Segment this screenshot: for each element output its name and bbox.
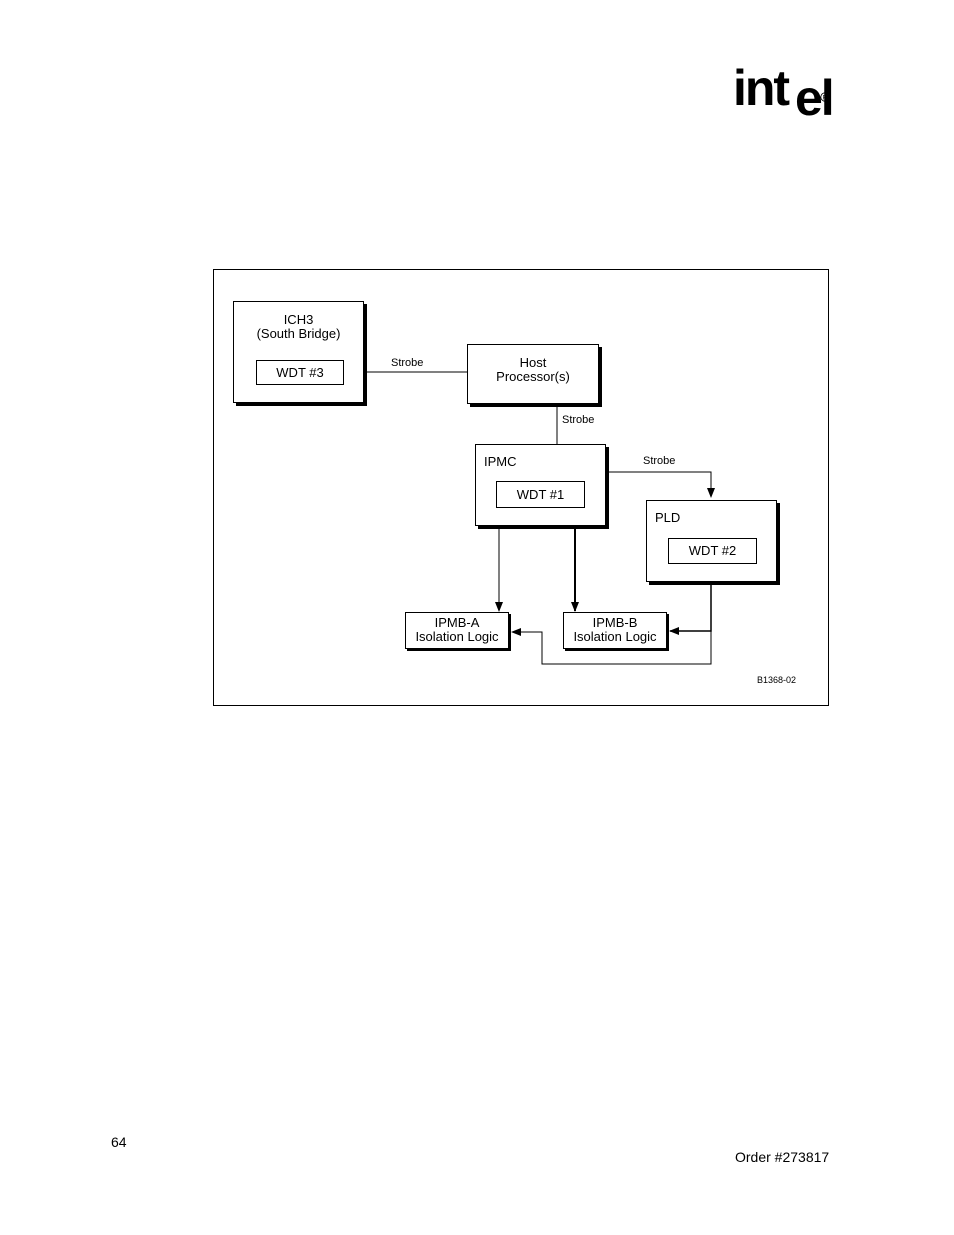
strobe-label-ipmc-pld: Strobe [643, 455, 676, 467]
pld-to-ipmb-a [511, 628, 712, 665]
order-number: Order #273817 [735, 1149, 830, 1165]
ipmb-a-block: IPMB-A Isolation Logic [405, 612, 509, 649]
pld-to-ipmb-b [669, 585, 712, 635]
ipmb-a-title: IPMB-A [434, 615, 480, 630]
ipmb-b-subtitle: Isolation Logic [573, 629, 657, 644]
wdt2-box: WDT #2 [668, 538, 757, 564]
strobe-label-host-ich3: Strobe [391, 357, 424, 369]
ipmb-a-subtitle: Isolation Logic [415, 629, 499, 644]
wdt3-label: WDT #3 [276, 365, 324, 380]
wdt1-label: WDT #1 [516, 487, 565, 502]
ich3-subtitle: (South Bridge) [256, 326, 341, 341]
ich3-title: ICH3 [283, 312, 314, 327]
intel-logo: int el R [733, 58, 843, 126]
ipmc-block: IPMC WDT #1 [475, 444, 606, 526]
wdt1-box: WDT #1 [496, 481, 585, 508]
svg-text:R: R [823, 94, 828, 101]
logo-text-el: el [795, 70, 835, 126]
registered-mark: R [820, 92, 830, 105]
figure-id: B1368-02 [757, 675, 797, 685]
logo-text-int: int [733, 60, 790, 116]
ipmb-b-block: IPMB-B Isolation Logic [563, 612, 667, 649]
ipmc-title: IPMC [484, 454, 517, 469]
pld-block: PLD WDT #2 [646, 500, 777, 582]
host-processor-block: Host Processor(s) [467, 344, 599, 404]
wdt2-label: WDT #2 [688, 543, 737, 558]
host-title: Host [519, 355, 547, 370]
strobe-label-host-ipmc: Strobe [562, 414, 595, 426]
host-subtitle: Processor(s) [496, 369, 570, 384]
ipmb-b-title: IPMB-B [592, 615, 638, 630]
strobe-ipmc-to-pld [607, 471, 715, 498]
block-diagram-frame [213, 269, 829, 706]
page-number: 64 [111, 1134, 127, 1150]
wdt3-box: WDT #3 [256, 360, 344, 385]
pld-title: PLD [655, 510, 681, 525]
ich3-block: ICH3 (South Bridge) WDT #3 [233, 301, 364, 403]
